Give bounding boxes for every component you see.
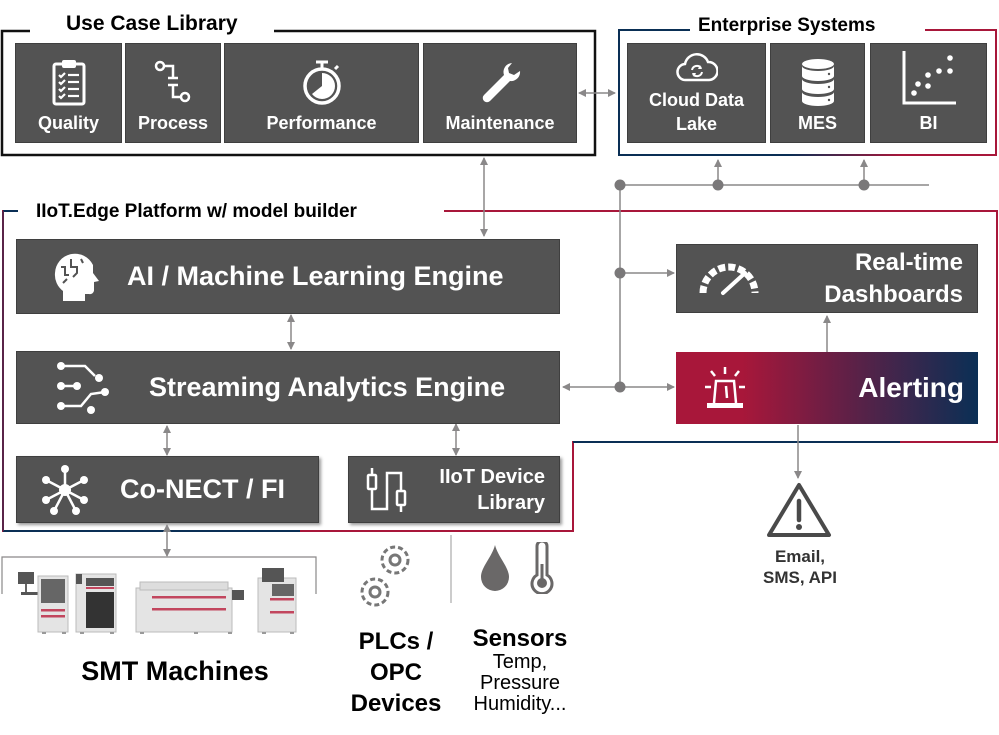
iiot-device-library-label-line2: Library [477, 491, 545, 514]
sensors-line1: Temp, [492, 651, 548, 674]
warning-triangle-icon [767, 483, 831, 537]
tile-label-line1: Cloud Data [648, 90, 744, 111]
dashboards-label-line1: Real-time [854, 249, 963, 277]
cloud-sync-icon [675, 53, 718, 82]
sensors-caption: Sensors Temp, Pressure Humidity... [458, 625, 582, 716]
plcs-line2: OPC [369, 659, 422, 687]
real-time-dashboards[interactable]: Real-time Dashboards [676, 244, 978, 313]
streaming-analytics-engine-label: Streaming Analytics Engine [149, 372, 506, 402]
use-case-maintenance[interactable]: Maintenance [423, 43, 577, 143]
alerting-label: Alerting [858, 372, 964, 403]
notifications-line2: SMS, API [763, 568, 837, 588]
tile-label: MES [797, 113, 837, 133]
streaming-analytics-engine[interactable]: Streaming Analytics Engine [16, 351, 560, 424]
brain-head-icon [54, 253, 99, 301]
conect-fi[interactable]: Co-NECT / FI [16, 456, 319, 523]
scatter-plot-icon [902, 51, 956, 105]
plcs-caption: PLCs / OPC Devices [340, 626, 452, 720]
sensors-line2: Pressure [479, 672, 561, 695]
speedometer-icon [699, 263, 759, 295]
conect-fi-label: Co-NECT / FI [120, 474, 285, 504]
alerting[interactable]: Alerting [676, 352, 978, 424]
plcs-line1: PLCs / [358, 628, 434, 655]
stopwatch-icon [302, 60, 341, 105]
use-case-performance[interactable]: Performance [224, 43, 419, 143]
enterprise-systems-title: Enterprise Systems [690, 14, 884, 37]
tile-label: BI [919, 113, 938, 133]
process-flow-icon [154, 60, 191, 103]
use-case-quality[interactable]: Quality [15, 43, 122, 143]
tile-label: Maintenance [445, 113, 555, 133]
wrench-icon [482, 63, 521, 103]
dashboards-label-line2: Dashboards [824, 280, 963, 308]
database-icon [801, 59, 834, 106]
sensors-title: Sensors [472, 625, 568, 652]
enterprise-cloud-data-lake[interactable]: Cloud Data Lake [627, 43, 766, 143]
iiot-device-library-label-line1: IIoT Device [439, 465, 545, 488]
enterprise-mes[interactable]: MES [770, 43, 865, 143]
clipboard-checklist-icon [52, 60, 85, 106]
enterprise-bi[interactable]: BI [870, 43, 987, 143]
ai-ml-engine-label: AI / Machine Learning Engine [127, 261, 504, 291]
tile-label: Quality [37, 113, 99, 133]
data-flow-icon [57, 361, 109, 414]
notifications-caption: Email, SMS, API [740, 546, 860, 589]
use-case-library-title: Use Case Library [30, 8, 274, 40]
use-case-process[interactable]: Process [125, 43, 221, 143]
notifications-line1: Email, [774, 547, 826, 566]
ai-ml-engine[interactable]: AI / Machine Learning Engine [16, 239, 560, 314]
iiot-device-library[interactable]: IIoT Device Library [348, 456, 560, 523]
sensors-line3: Humidity... [473, 693, 567, 716]
smt-machines-image [18, 568, 297, 634]
smt-machines-label: SMT Machines [81, 656, 269, 686]
plcs-line3: Devices [350, 690, 442, 718]
network-hub-icon [42, 464, 88, 515]
thermometer-icon [530, 542, 554, 594]
siren-icon [705, 367, 745, 408]
tile-label: Process [137, 113, 209, 133]
droplet-icon [481, 545, 509, 591]
gears-icon [360, 545, 410, 607]
tile-label: Performance [266, 113, 377, 133]
usb-cable-icon [366, 467, 407, 512]
edge-platform-title: IIoT.Edge Platform w/ model builder [20, 200, 373, 223]
tile-label-line2: Lake [675, 113, 718, 134]
